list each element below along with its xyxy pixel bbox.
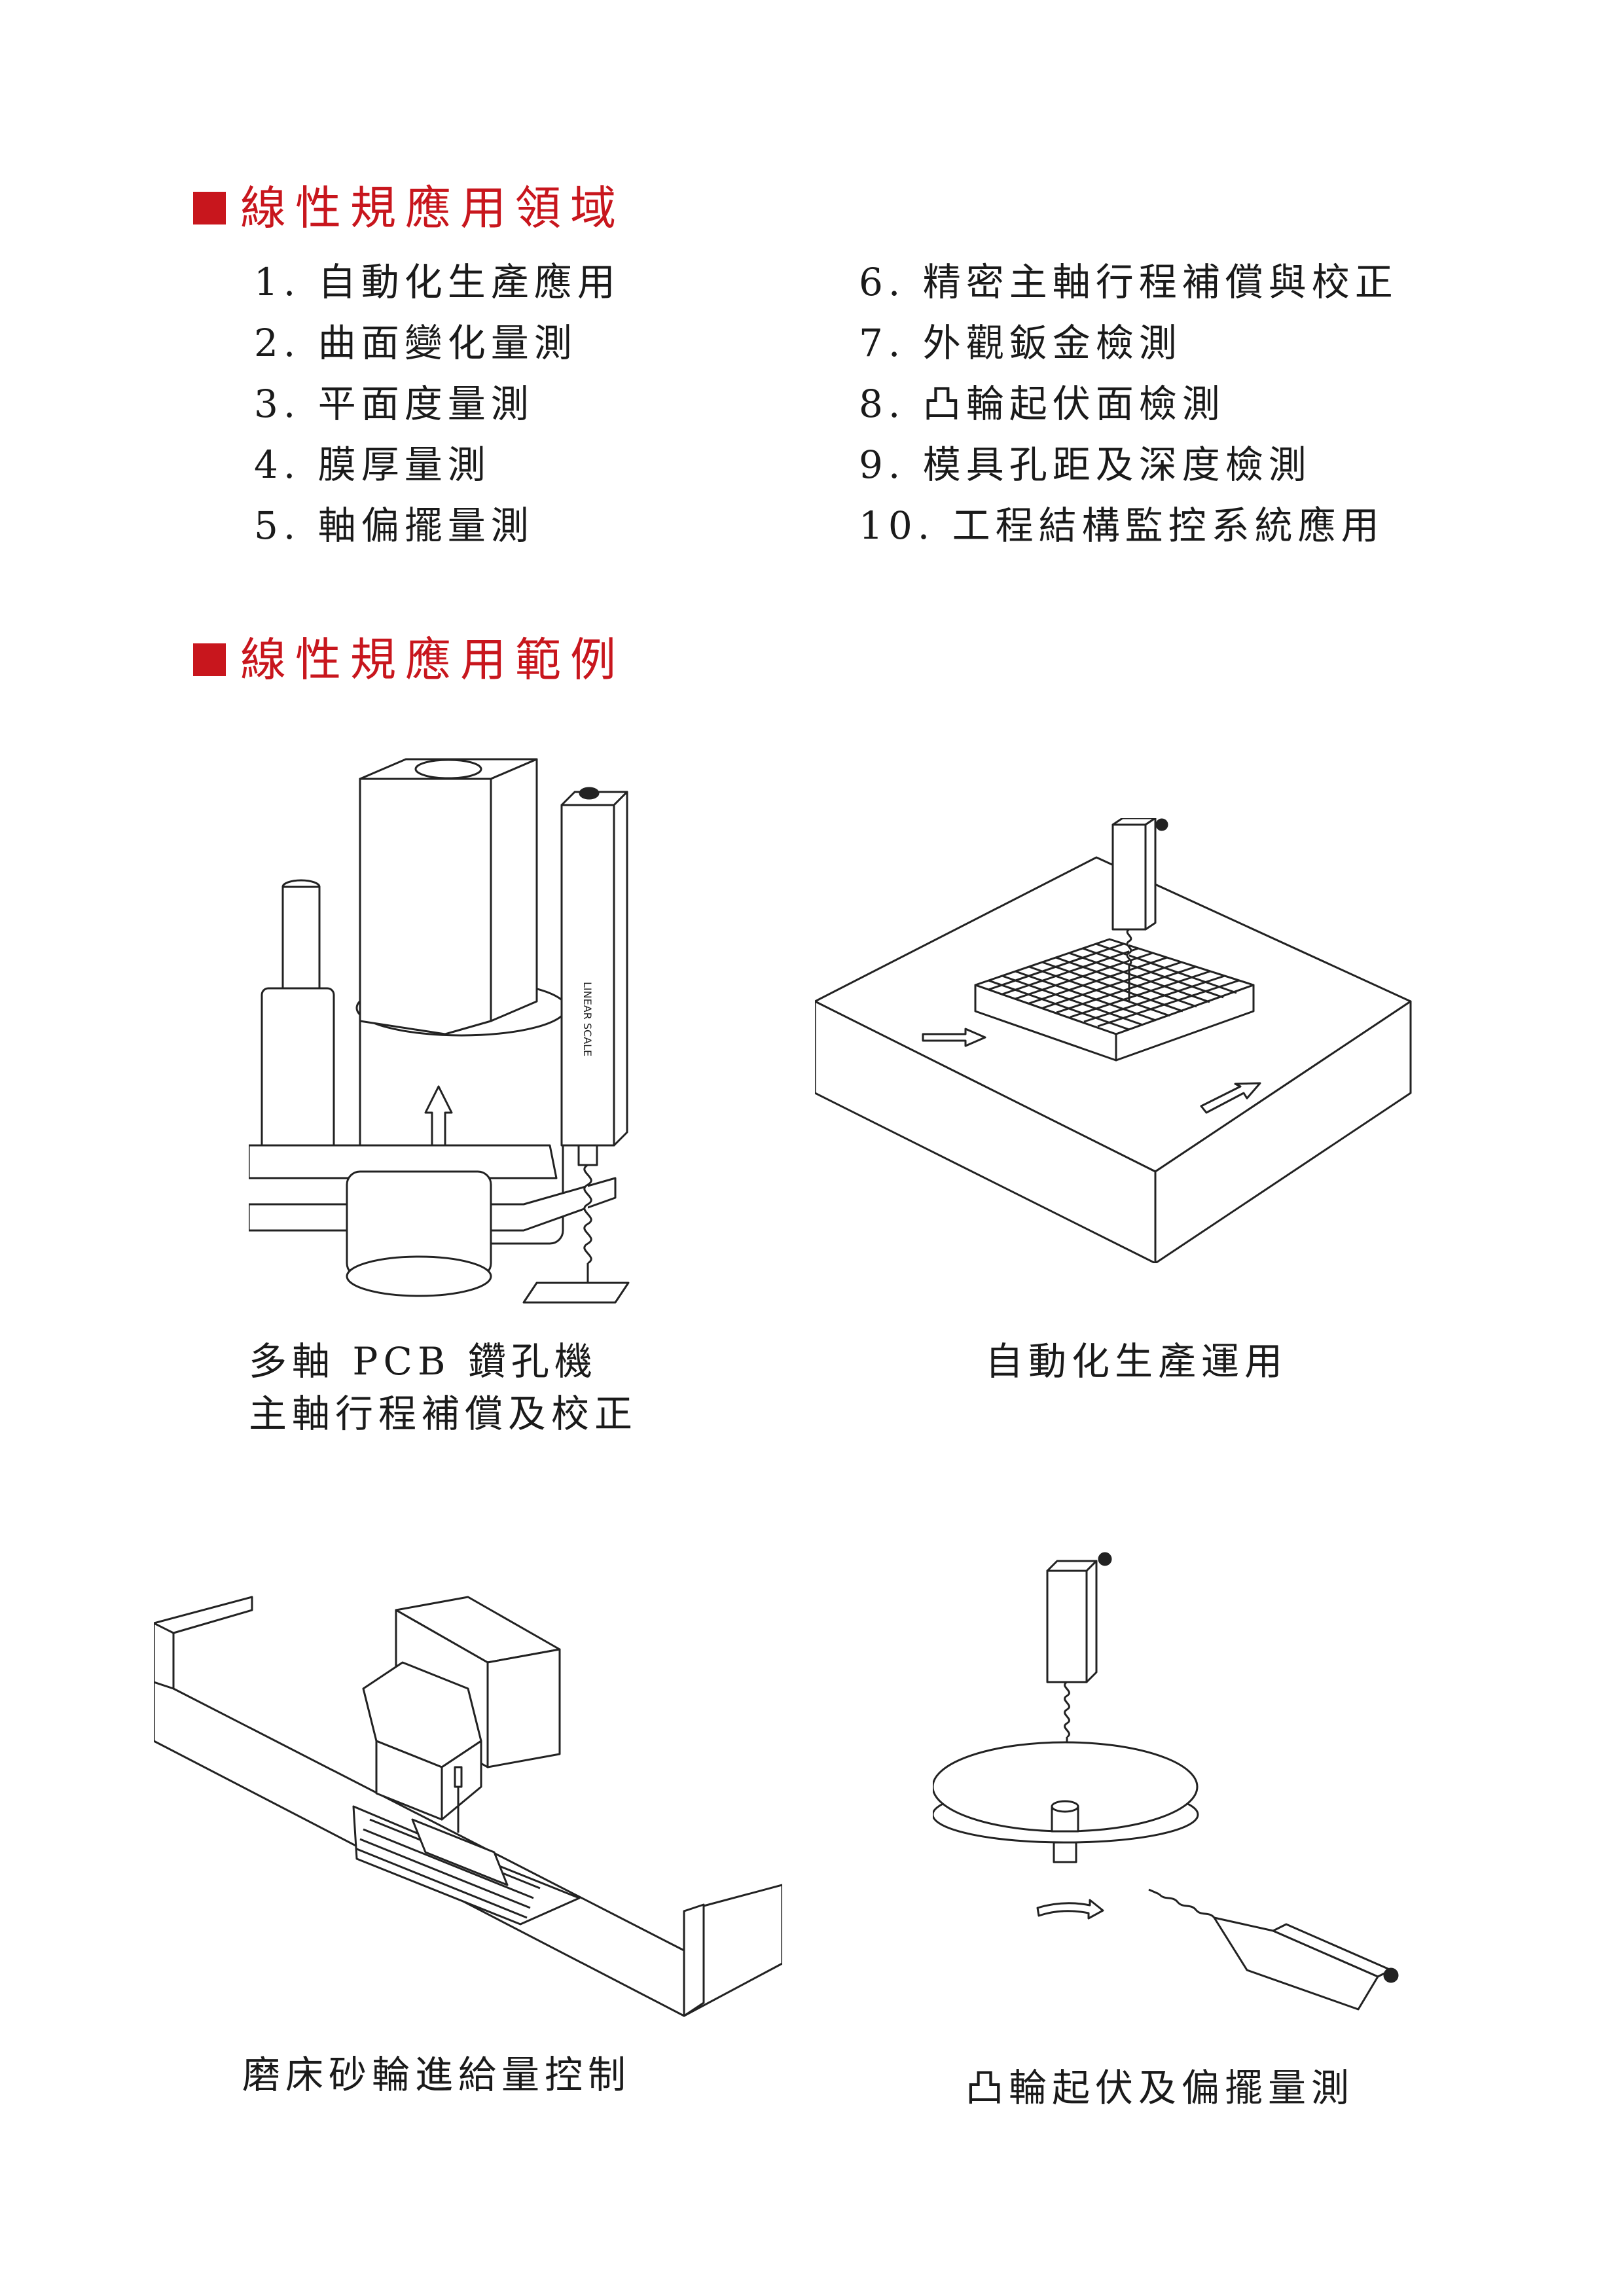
list-item: 8. 凸輪起伏面檢測 bbox=[859, 382, 1225, 426]
section-heading-examples: 線性規應用範例 bbox=[193, 637, 625, 683]
grinder-feed-illustration bbox=[154, 1596, 782, 2017]
example-caption-pcb: 多軸 PCB 鑽孔機 主軸行程補償及校正 bbox=[249, 1335, 638, 1440]
heading-square-icon bbox=[193, 192, 226, 224]
application-list-right: 6. 精密主軸行程補償與校正 7. 外觀鈑金檢測 8. 凸輪起伏面檢測 9. 模… bbox=[859, 252, 1398, 556]
example-caption-cam: 凸輪起伏及偏擺量測 bbox=[965, 2062, 1354, 2114]
example-caption-automation: 自動化生產運用 bbox=[985, 1335, 1288, 1388]
caption-line: 凸輪起伏及偏擺量測 bbox=[965, 2066, 1355, 2110]
pcb-drill-spindle-illustration: LINEAR SCALE bbox=[249, 758, 630, 1304]
list-item: 3. 平面度量測 bbox=[254, 382, 534, 426]
section-title: 線性規應用領域 bbox=[240, 181, 625, 235]
caption-line: 多軸 PCB 鑽孔機 bbox=[249, 1339, 598, 1384]
caption-line: 主軸行程補償及校正 bbox=[249, 1391, 638, 1436]
svg-text:LINEAR SCALE: LINEAR SCALE bbox=[581, 982, 594, 1056]
caption-line: 磨床砂輪進給量控制 bbox=[242, 2053, 632, 2097]
list-item: 1. 自動化生產應用 bbox=[254, 260, 621, 304]
heading-square-icon bbox=[193, 643, 226, 676]
list-item: 4. 膜厚量測 bbox=[254, 442, 491, 487]
list-item: 5. 軸偏擺量測 bbox=[254, 503, 534, 548]
list-item: 2. 曲面變化量測 bbox=[254, 321, 577, 365]
list-item: 10. 工程結構監控系統應用 bbox=[859, 503, 1384, 548]
list-item: 9. 模具孔距及深度檢測 bbox=[859, 442, 1312, 487]
application-list-left: 1. 自動化生產應用 2. 曲面變化量測 3. 平面度量測 4. 膜厚量測 5.… bbox=[254, 252, 621, 556]
example-caption-grinder: 磨床砂輪進給量控制 bbox=[242, 2049, 631, 2101]
cam-runout-illustration bbox=[933, 1552, 1399, 2011]
list-item: 6. 精密主軸行程補償與校正 bbox=[859, 260, 1398, 304]
list-item: 7. 外觀鈑金檢測 bbox=[859, 321, 1182, 365]
section-title: 線性規應用範例 bbox=[240, 633, 625, 687]
section-heading-applications: 線性規應用領域 bbox=[193, 185, 625, 231]
grid-block-automation-illustration bbox=[815, 818, 1412, 1263]
caption-line: 自動化生產運用 bbox=[985, 1339, 1288, 1384]
